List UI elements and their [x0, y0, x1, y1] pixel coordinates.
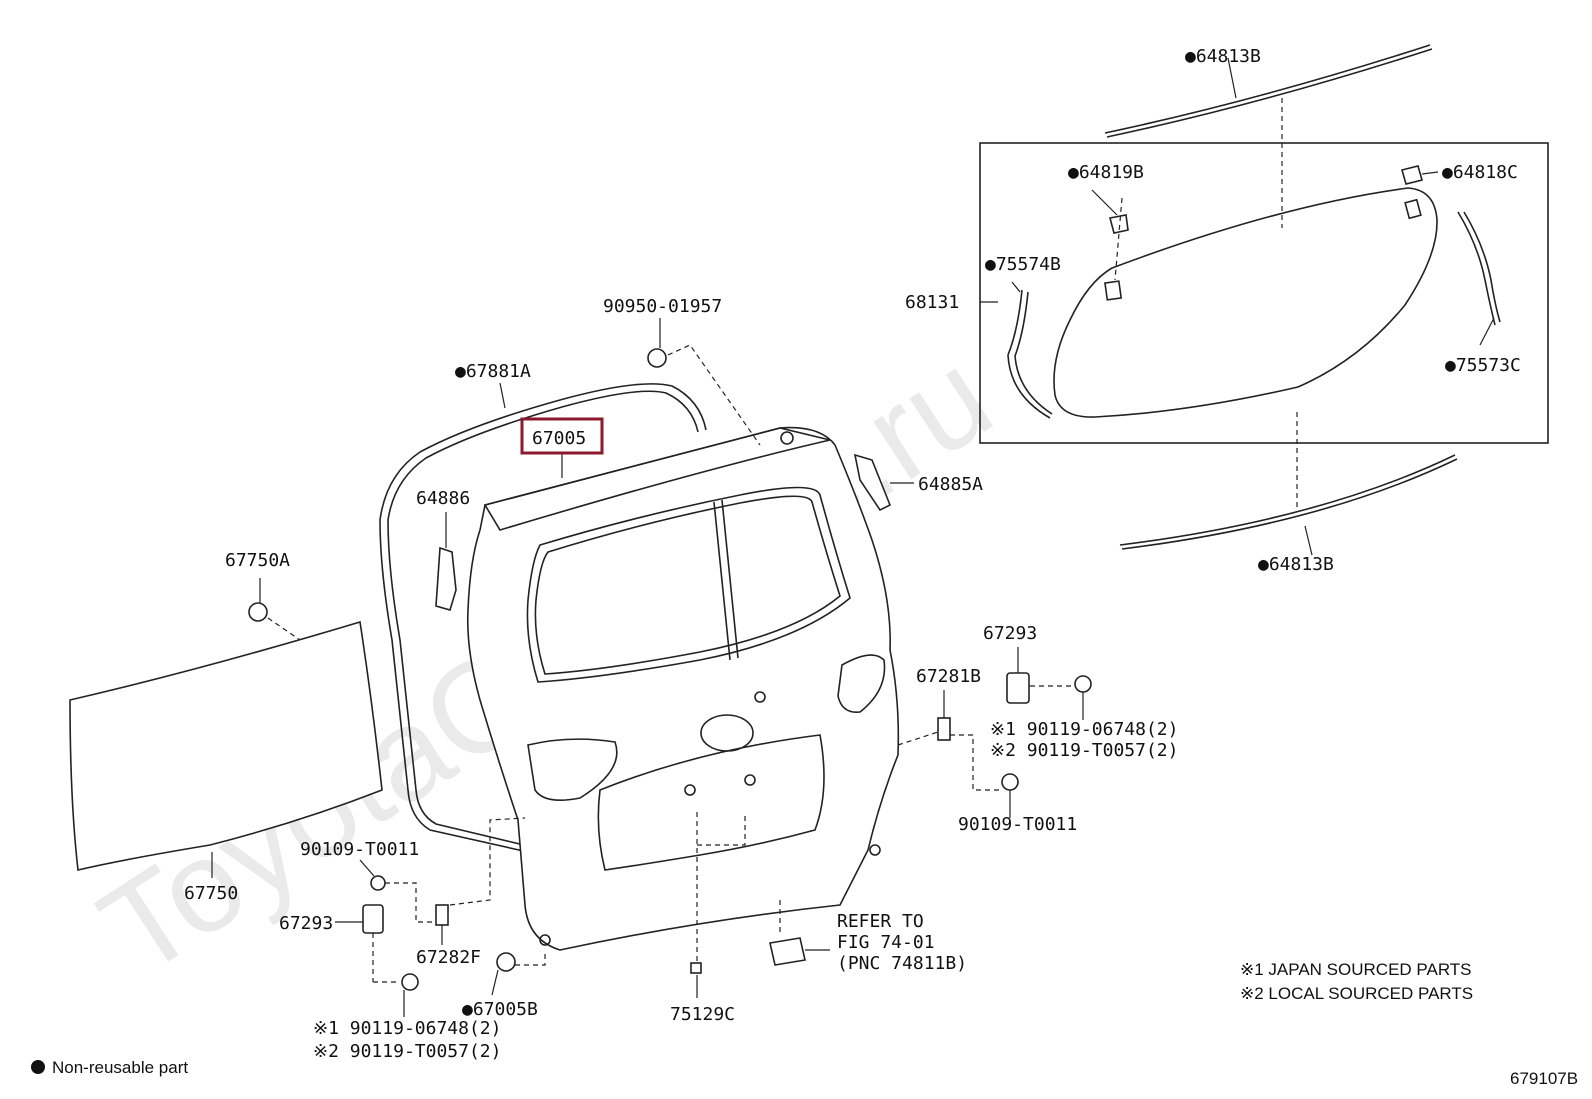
back-door-group: [379, 318, 914, 951]
note-local: ※2 LOCAL SOURCED PARTS: [1240, 984, 1473, 1003]
label-90119-r2[interactable]: ※2 90119-T0057(2): [990, 740, 1178, 761]
rear-glass-68131: [1053, 187, 1438, 418]
bumper-67281b: [937, 717, 951, 741]
label-67293-left[interactable]: 67293: [279, 913, 333, 934]
label-75129c[interactable]: 75129C: [670, 1004, 735, 1025]
clip-64819b: [1109, 214, 1129, 234]
trim-board-group: [69, 578, 383, 878]
label-64886[interactable]: 64886: [416, 488, 470, 509]
label-67005b[interactable]: ●67005B: [462, 999, 538, 1020]
weatherstrip-67881a: [379, 383, 707, 853]
clip-75129c: [690, 962, 702, 974]
label-67005[interactable]: 67005: [532, 428, 586, 449]
label-90119-l2[interactable]: ※2 90119-T0057(2): [313, 1041, 501, 1062]
label-67282f[interactable]: 67282F: [416, 947, 481, 968]
label-90109-left[interactable]: 90109-T0011: [300, 839, 419, 860]
label-64818c[interactable]: ●64818C: [1442, 162, 1518, 183]
legend-text: Non-reusable part: [52, 1058, 188, 1077]
back-door-67005: [466, 426, 900, 951]
figure-code: 679107B: [1510, 1069, 1578, 1088]
label-68131[interactable]: 68131: [905, 292, 959, 313]
lamp-right: [837, 654, 886, 713]
label-refer-3[interactable]: (PNC 74811B): [837, 953, 967, 974]
clip-64818c: [1401, 165, 1423, 185]
label-67750a[interactable]: 67750A: [225, 550, 290, 571]
license-recess: [597, 734, 825, 871]
bumper-67282f: [435, 904, 449, 926]
cushion-67005b: [496, 952, 516, 972]
stay-64886: [435, 546, 457, 611]
cushion-67293-right: [1006, 672, 1030, 704]
lamp-left: [527, 738, 618, 801]
label-67281b[interactable]: 67281B: [916, 666, 981, 687]
moulding-64813b-top-edge: [1106, 48, 1433, 138]
moulding-64813b-top: [1104, 44, 1431, 134]
moulding-64813b-bottom: [1119, 454, 1456, 546]
glass-frame: [979, 142, 1549, 444]
label-64885a[interactable]: 64885A: [918, 474, 983, 495]
screw-90109-left: [370, 875, 386, 891]
trim-75574b: [1007, 289, 1051, 419]
label-90109-right[interactable]: 90109-T0011: [958, 814, 1077, 835]
label-90119-r1[interactable]: ※1 90119-06748(2): [990, 719, 1178, 740]
highlight-67005: [520, 417, 604, 455]
label-64819b[interactable]: ●64819B: [1068, 162, 1144, 183]
label-refer-2[interactable]: FIG 74-01: [837, 932, 935, 953]
label-75574b[interactable]: ●75574B: [985, 254, 1061, 275]
legend-bullet-icon: [31, 1060, 45, 1074]
label-90119-l1[interactable]: ※1 90119-06748(2): [313, 1018, 501, 1039]
bolt-90119-left: [401, 973, 419, 991]
label-67750[interactable]: 67750: [184, 883, 238, 904]
bolt-90119-right: [1074, 675, 1092, 693]
lock-group: [335, 647, 1092, 1017]
screw-90109-right: [1001, 773, 1019, 791]
clip-67750a: [248, 602, 268, 622]
trim-board-67750: [69, 620, 383, 871]
note-japan: ※1 JAPAN SOURCED PARTS: [1240, 960, 1472, 979]
cushion-67293-left: [362, 904, 384, 934]
lamp-74811b: [769, 937, 806, 966]
label-refer-1[interactable]: REFER TO: [837, 911, 924, 932]
glass-group: [979, 44, 1549, 556]
trim-75573c: [1457, 211, 1496, 326]
label-90950[interactable]: 90950-01957: [603, 296, 722, 317]
nut-90950: [647, 348, 667, 368]
label-67881a[interactable]: ●67881A: [455, 361, 531, 382]
label-64813b-top[interactable]: ●64813B: [1185, 46, 1261, 67]
stay-64885a: [853, 453, 892, 512]
label-64813b-bottom[interactable]: ●64813B: [1258, 554, 1334, 575]
label-67293-right[interactable]: 67293: [983, 623, 1037, 644]
label-75573c[interactable]: ●75573C: [1445, 355, 1521, 376]
